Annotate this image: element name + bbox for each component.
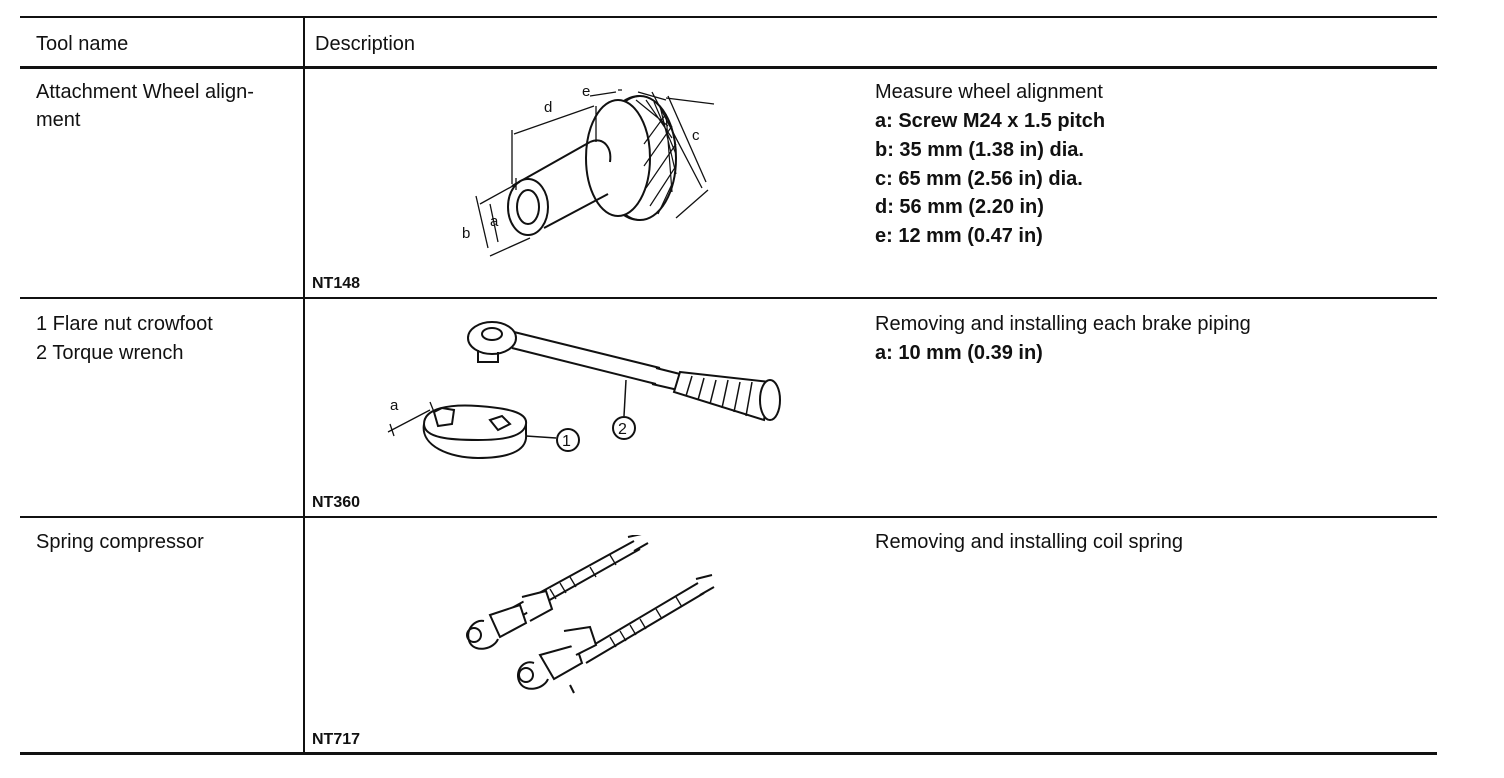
header-tool-name: Tool name bbox=[36, 33, 129, 55]
figure-label-2: 2 bbox=[618, 421, 627, 438]
tool-name-line: ment bbox=[36, 109, 81, 131]
description-title: Removing and installing coil spring bbox=[875, 531, 1183, 553]
table-top-border bbox=[20, 16, 1437, 18]
row-divider-2 bbox=[20, 516, 1437, 518]
spec-line: a: 10 mm (0.39 in) bbox=[875, 342, 1043, 364]
description-title: Measure wheel alignment bbox=[875, 81, 1103, 103]
figure-code: NT148 bbox=[312, 275, 361, 292]
figure-label-e: e bbox=[582, 83, 590, 100]
row-divider-1 bbox=[20, 297, 1437, 299]
figure-code: NT360 bbox=[312, 494, 361, 511]
crowfoot-torque-wrench-figure: 2 1 a bbox=[380, 312, 800, 472]
figure-label-a: a bbox=[390, 397, 399, 414]
header-divider bbox=[20, 66, 1437, 69]
wheel-alignment-attachment-figure: d e c a b bbox=[440, 78, 740, 268]
description-title: Removing and installing each brake pipin… bbox=[875, 313, 1251, 335]
spec-line: c: 65 mm (2.56 in) dia. bbox=[875, 168, 1083, 190]
tool-name-line: Attachment Wheel align- bbox=[36, 81, 254, 103]
figure-label-b: b bbox=[462, 225, 470, 242]
spec-line: b: 35 mm (1.38 in) dia. bbox=[875, 139, 1084, 161]
header-description: Description bbox=[315, 33, 416, 55]
figure-label-c: c bbox=[692, 127, 700, 144]
spec-line: d: 56 mm (2.20 in) bbox=[875, 196, 1044, 218]
table-bottom-border bbox=[20, 752, 1437, 755]
figure-label-d: d bbox=[544, 99, 552, 116]
figure-label-1: 1 bbox=[562, 433, 571, 450]
tool-name-line: 2 Torque wrench bbox=[36, 342, 184, 364]
spec-line: e: 12 mm (0.47 in) bbox=[875, 225, 1043, 247]
column-divider bbox=[303, 16, 305, 755]
spring-compressor-figure bbox=[450, 535, 720, 695]
tool-name-line: 1 Flare nut crowfoot bbox=[36, 313, 213, 335]
figure-code: NT717 bbox=[312, 731, 361, 748]
spec-line: a: Screw M24 x 1.5 pitch bbox=[875, 110, 1106, 132]
figure-label-a: a bbox=[490, 213, 499, 230]
tool-name-line: Spring compressor bbox=[36, 531, 204, 553]
